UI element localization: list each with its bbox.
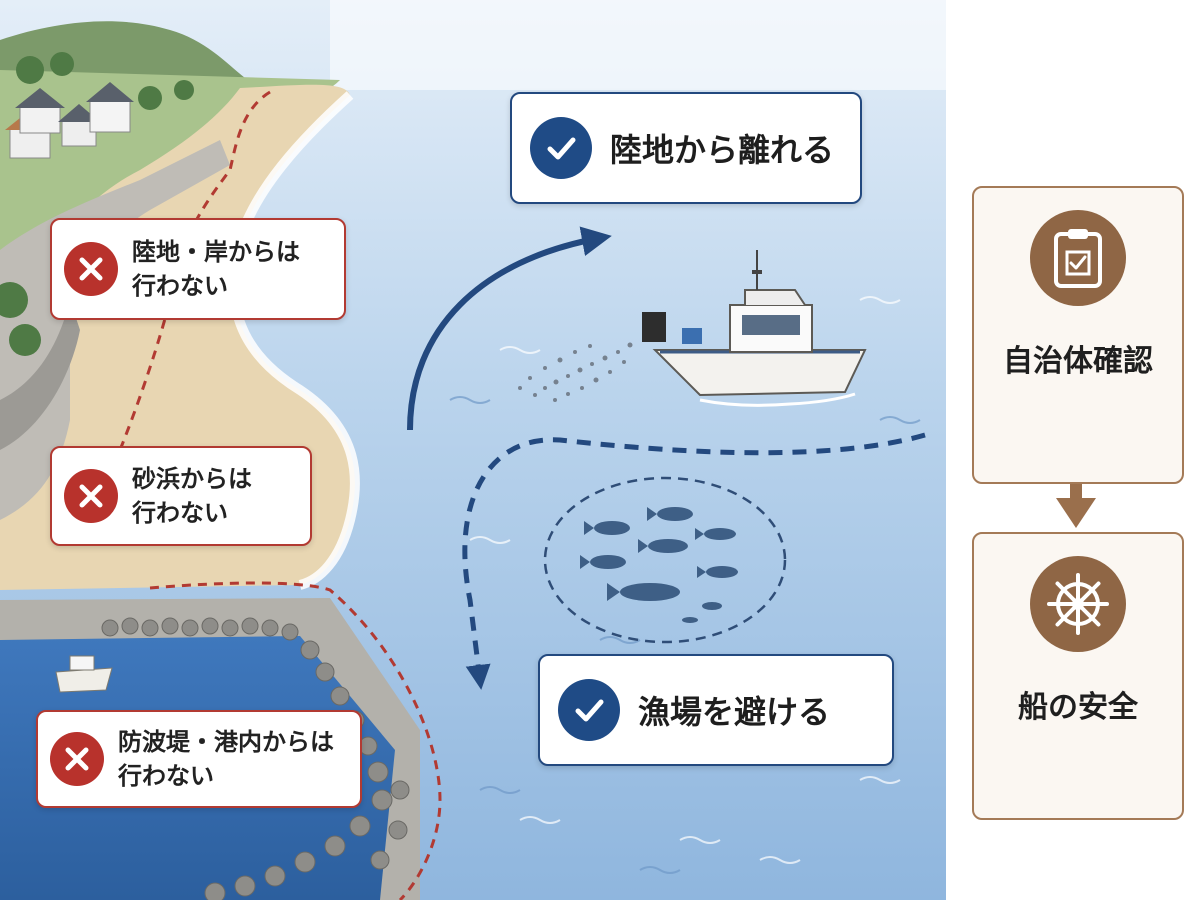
ship-wheel-icon (1030, 556, 1126, 652)
prohibited-land-label: 陸地・岸からは 行わない (50, 218, 346, 320)
avoid-fishing-ground-text: 漁場を避ける (638, 687, 830, 733)
sea-top-fade (330, 0, 946, 90)
prohibited-land-text: 陸地・岸からは 行わない (132, 235, 300, 303)
municipality-check-text: 自治体確認 (1003, 336, 1153, 380)
text-line: 防波堤・港内からは (118, 725, 334, 759)
x-mark-icon (64, 242, 118, 296)
move-away-text: 陸地から離れる (610, 125, 834, 171)
text-line: 行わない (132, 496, 252, 530)
municipality-check-card: 自治体確認 (972, 186, 1184, 484)
text-line: 陸地・岸からは (132, 235, 300, 269)
prohibited-breakwater-label: 防波堤・港内からは 行わない (36, 710, 362, 808)
checkmark-icon (558, 679, 620, 741)
prohibited-beach-text: 砂浜からは 行わない (132, 462, 252, 530)
prohibited-breakwater-text: 防波堤・港内からは 行わない (118, 725, 334, 793)
move-away-label: 陸地から離れる (510, 92, 862, 204)
boat-safety-text: 船の安全 (1018, 682, 1138, 726)
x-mark-icon (64, 469, 118, 523)
clipboard-icon (1030, 210, 1126, 306)
text-line: 行わない (132, 269, 300, 303)
prohibited-beach-label: 砂浜からは 行わない (50, 446, 312, 546)
avoid-fishing-ground-label: 漁場を避ける (538, 654, 894, 766)
text-line: 砂浜からは (132, 462, 252, 496)
checkmark-icon (530, 117, 592, 179)
text-line: 行わない (118, 759, 334, 793)
boat-safety-card: 船の安全 (972, 532, 1184, 820)
x-mark-icon (50, 732, 104, 786)
